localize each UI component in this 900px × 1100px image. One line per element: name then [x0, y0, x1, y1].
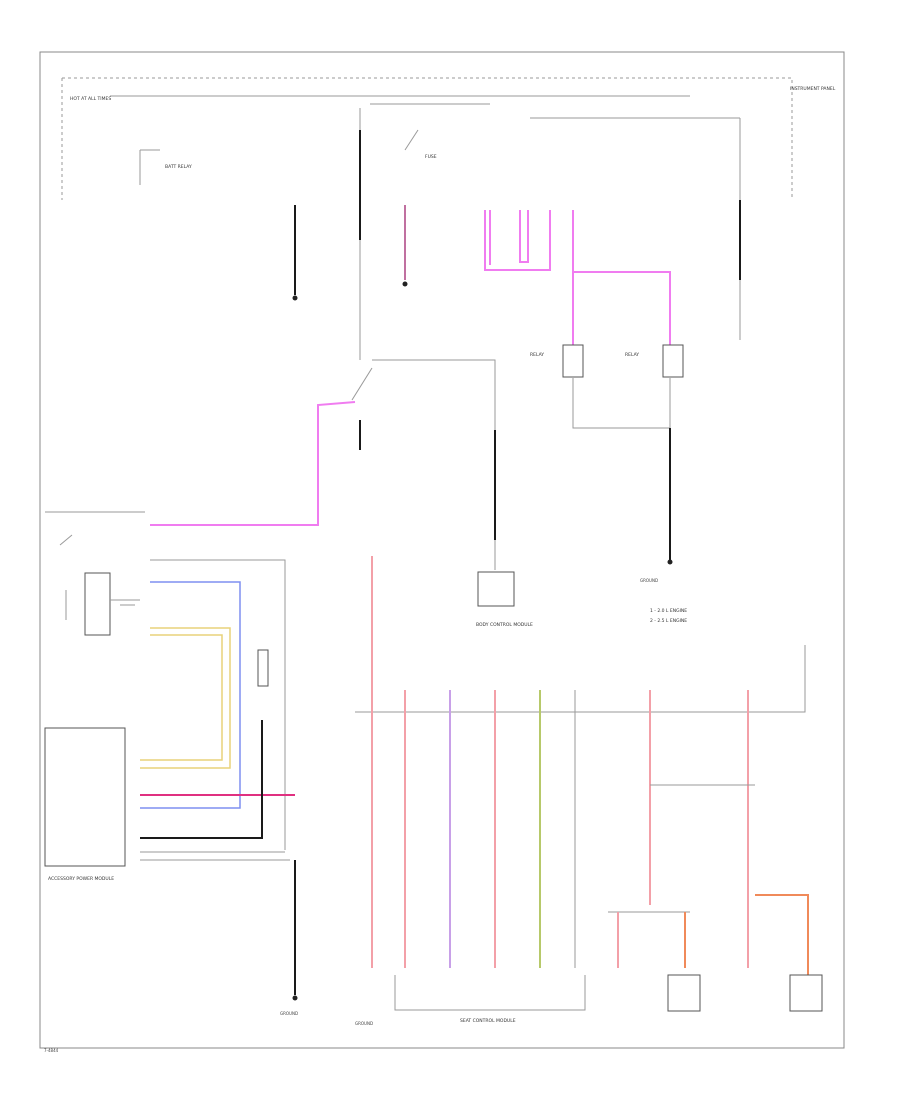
ground-dot-4 [292, 995, 298, 1001]
accessory-power-module [44, 727, 126, 867]
label-relay-a: RELAY [530, 352, 544, 358]
label-instrument-panel: INSTRUMENT PANEL [790, 86, 836, 92]
seat-module-bracket [394, 975, 586, 1011]
wire-left-yellow [140, 627, 231, 769]
relay-b [662, 344, 684, 378]
wire-pink-loop [484, 210, 551, 271]
ground-dot-3 [667, 559, 673, 565]
diagram-frame [39, 51, 845, 1049]
relay-coil-symbol [65, 590, 140, 620]
legend-1: 1 - 2.0 L ENGINE [650, 608, 687, 614]
body-control-module [477, 571, 515, 607]
wire-pink-loop-2 [489, 210, 529, 265]
wire-relay-join [572, 378, 671, 429]
ground-dot-2 [402, 281, 408, 287]
relay-a [562, 344, 584, 378]
label-fuse: FUSE [425, 154, 437, 160]
ground-dot-1 [292, 295, 298, 301]
top-bus-wire-2 [370, 103, 740, 119]
label-ground-left: GROUND [280, 1011, 298, 1016]
label-relay-b: RELAY [625, 352, 639, 358]
seat-section-outline [355, 645, 806, 713]
wire-left-black [140, 720, 263, 839]
legend-2: 2 - 2.5 L ENGINE [650, 618, 687, 624]
label-ground-mid: GROUND [355, 1021, 373, 1026]
fuse-405-lever [404, 129, 419, 151]
left-relay-bracket [139, 149, 160, 185]
seat-wire-orange-2 [755, 894, 809, 975]
wire-to-bcm [372, 359, 496, 570]
switch-arm [351, 367, 373, 401]
label-batt-relay: BATT RELAY [165, 164, 192, 170]
bottom-switch-b [789, 974, 823, 1012]
label-accessory-module: ACCESSORY POWER MODULE [48, 876, 114, 882]
wire-left-blue [140, 581, 241, 809]
label-ground-right: GROUND [640, 578, 658, 583]
wire-pink-relay [572, 210, 671, 345]
bottom-switch-a [667, 974, 701, 1012]
relay-switch-symbol [59, 534, 73, 546]
small-switch [257, 649, 269, 687]
wire-left-yellow-2 [140, 634, 223, 761]
label-seat-module: SEAT CONTROL MODULE [460, 1018, 516, 1024]
label-hot-at-all-times: HOT AT ALL TIMES [70, 96, 111, 102]
fuse-block-outline [62, 77, 793, 200]
accessory-relay [84, 572, 111, 636]
label-bcm: BODY CONTROL MODULE [476, 622, 533, 628]
page-ref: 7-4844 [44, 1048, 59, 1053]
wire-pink-diagonal [150, 401, 356, 526]
wire-left-gray [150, 559, 286, 850]
